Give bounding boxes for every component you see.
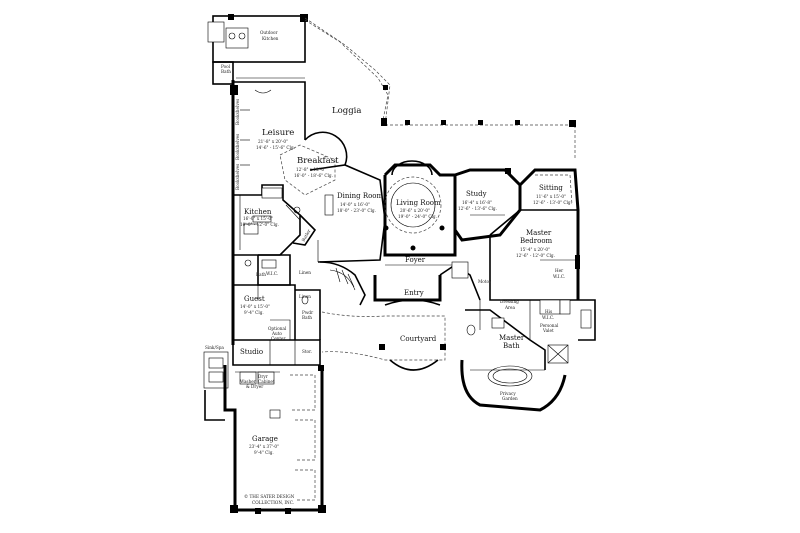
breakfast-label: Breakfast	[297, 156, 339, 166]
laundry-label-4: & Dryer	[246, 384, 263, 389]
optional-auto-center-label-2: Auto	[271, 331, 282, 336]
master-suite-area	[489, 168, 596, 341]
breakfast-area	[279, 131, 348, 196]
breakfast-dims-2: 16'-0" - 18'-6" Clg.	[294, 173, 333, 178]
personal-valet-label-1: Personal	[540, 323, 559, 328]
copyright-line-1: © THE SATER DESIGN	[244, 494, 295, 499]
bookshelves-label-2: Bookshelves	[235, 134, 240, 160]
leisure-area	[230, 80, 306, 345]
study-label: Study	[466, 190, 487, 198]
master-bedroom-dims-2: 12'-6" - 12'-0" Clg.	[516, 253, 555, 258]
bookshelves-label-3: Bookshelves	[235, 164, 240, 190]
sitting-dims-1: 11'-6" x 15'-0"	[536, 194, 566, 199]
motor-label: Motor	[478, 279, 491, 284]
outdoor-kitchen-label-1: Outdoor	[260, 30, 278, 35]
master-bath-label-1: Master	[499, 334, 525, 342]
dining-room-label: Dining Room	[337, 192, 384, 200]
outdoor-kitchen-area	[207, 14, 391, 126]
breakfast-dims-1: 12'-8" x 12'-6"	[296, 167, 326, 172]
dining-room-area	[309, 164, 386, 263]
sitting-label: Sitting	[539, 184, 563, 192]
living-room-dims-2: 19'-0" - 24'-0" Clg.	[398, 214, 437, 219]
storage-label: Stor.	[302, 349, 312, 354]
foyer-label: Foyer	[405, 256, 426, 264]
her-wic-label-1: Her	[555, 268, 563, 273]
kitchen-label: Kitchen	[244, 208, 272, 216]
bookshelves-label-1: Bookshelves	[235, 99, 240, 125]
kitchen-dims-2: 10'-0" - 12'-0" Clg.	[240, 222, 279, 227]
leisure-dims-2: 14'-6" - 15'-6" Clg.	[256, 145, 295, 150]
guest-area	[233, 254, 321, 340]
sitting-dims-2: 12'-6" - 13'-0" Clg.	[533, 200, 572, 205]
garage-dims-2: 9'-4" Clg.	[254, 450, 274, 455]
study-dims-2: 12'-6" - 13'-6" Clg.	[458, 206, 497, 211]
powder-bath-label-2: Bath	[302, 315, 312, 320]
foyer-area	[319, 261, 481, 306]
loggia-area	[304, 19, 576, 160]
living-room-area	[383, 160, 457, 257]
wic-label: W.I.C.	[266, 271, 278, 276]
kitchen-area	[233, 184, 317, 256]
leisure-dims-1: 21'-8" x 20'-0"	[258, 139, 288, 144]
study-area	[453, 168, 522, 242]
laundry-label-2: Washer	[240, 379, 256, 384]
loggia-label: Loggia	[332, 106, 361, 116]
sink-spa-label: Sink/Spa	[205, 345, 224, 350]
her-wic-label-2: W.I.C.	[553, 274, 565, 279]
optional-auto-center-label-3: Center	[271, 336, 286, 341]
master-bedroom-label-2: Bedroom	[520, 237, 553, 245]
his-wic-label-2: W.I.C.	[542, 315, 554, 320]
guest-dims-1: 14'-0" x 15'-0"	[240, 304, 270, 309]
master-bath-label-2: Bath	[503, 342, 520, 350]
living-room-dims-1: 20'-6" x 20'-0"	[400, 208, 430, 213]
linen-label-2: Linen	[299, 294, 311, 299]
entry-label: Entry	[404, 289, 424, 297]
study-dims-1: 16'-4" x 16'-8"	[462, 200, 492, 205]
laundry-label-1: Dryr	[258, 374, 268, 379]
guest-label: Guest	[244, 295, 265, 303]
personal-valet-label-2: Valet	[542, 328, 554, 333]
leisure-label: Leisure	[262, 128, 294, 138]
powder-bath-label-1: Pwdr	[302, 310, 313, 315]
privacy-garden-label-2: Garden	[502, 396, 518, 401]
pool-bath-label-1: Pool	[221, 64, 231, 69]
garage-label: Garage	[252, 435, 278, 443]
studio-label: Studio	[240, 348, 263, 356]
optional-auto-center-label-1: Optional	[268, 326, 287, 331]
guest-dims-2: 9'-4" Clg.	[244, 310, 264, 315]
master-bedroom-dims-1: 15'-4" x 20'-0"	[520, 247, 550, 252]
courtyard-label: Courtyard	[400, 335, 437, 343]
master-bath-area	[460, 300, 569, 412]
garage-dims-1: 23'-4" x 37'-0"	[249, 444, 279, 449]
linen-label-1: Linen	[299, 270, 311, 275]
his-wic-label-1: His	[545, 309, 552, 314]
pool-bath-label-2: Bath	[221, 69, 231, 74]
butler-label: Butler	[301, 228, 312, 242]
dressing-area-label-2: Area	[504, 305, 516, 310]
laundry-label-3: Cabinet	[258, 379, 275, 384]
living-room-label: Living Room	[396, 199, 441, 207]
courtyard-area	[321, 299, 446, 371]
privacy-garden-label-1: Privacy	[500, 391, 516, 396]
copyright-line-2: COLLECTION, INC.	[252, 500, 294, 505]
dressing-area-label-1: Dressing	[500, 299, 519, 304]
outdoor-kitchen-label-2: Kitchen	[262, 36, 279, 41]
bath-label: Bath	[256, 272, 266, 277]
dining-room-dims-2: 18'-0" - 23'-0" Clg.	[337, 208, 376, 213]
master-bedroom-label-1: Master	[526, 229, 552, 237]
dining-room-dims-1: 14'-0" x 16'-0"	[340, 202, 370, 207]
garage-area	[204, 365, 326, 514]
kitchen-dims-1: 16'-0" x 15'-0"	[243, 216, 273, 221]
